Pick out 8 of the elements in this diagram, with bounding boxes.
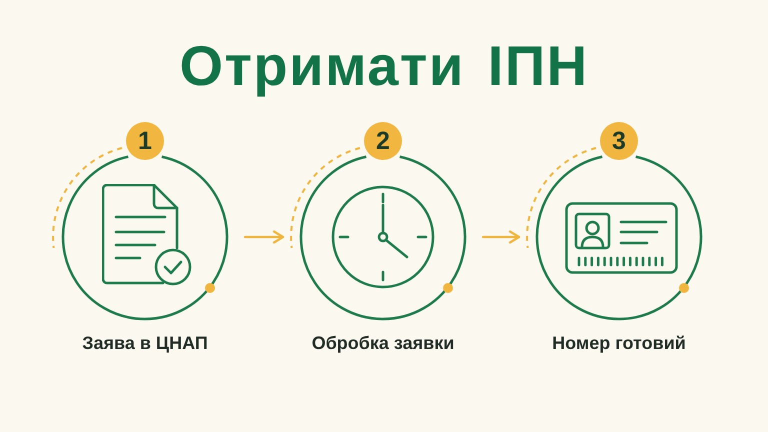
step-caption: Номер готовий <box>552 332 686 354</box>
step-caption: Обробка заявки <box>312 332 454 354</box>
step-caption: Заява в ЦНАП <box>82 332 208 354</box>
number-badge: 3 <box>600 122 638 160</box>
number-badge: 2 <box>364 122 402 160</box>
arrow <box>244 230 284 244</box>
number-badge: 1 <box>126 122 164 160</box>
arrow <box>482 230 520 244</box>
